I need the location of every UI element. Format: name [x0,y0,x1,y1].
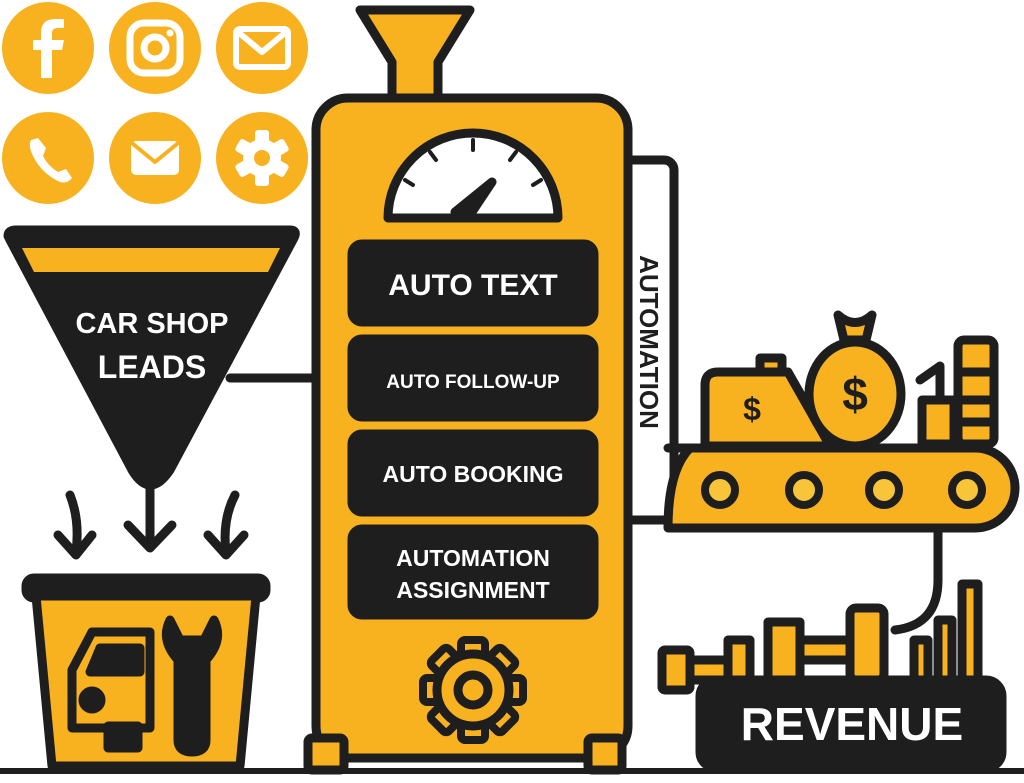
phone-icon [2,112,94,204]
step-auto-booking: AUTO BOOKING [347,429,599,517]
instagram-icon [109,2,201,94]
channel-icons [2,2,308,204]
step-auto-follow-up: AUTO FOLLOW-UP [347,334,599,422]
step-label: AUTO FOLLOW-UP [386,372,560,393]
step-label: AUTO BOOKING [382,461,563,487]
money-conveyor: $ $ [663,310,1020,635]
conveyor-roller [865,471,903,509]
money-bag-dollar: $ [842,368,868,420]
revenue-chart: REVENUE [657,579,1007,773]
step-auto-text: AUTO TEXT [347,239,599,327]
settings-icon [216,112,308,204]
conveyor-roller [701,471,739,509]
message-icon [109,112,201,204]
step-label-line2: ASSIGNMENT [396,577,549,603]
gear-icon [419,636,527,744]
conveyor-roller [785,471,823,509]
leads-funnel: CAR SHOP LEADS [3,225,325,553]
step-label-line1: AUTOMATION [396,545,550,571]
email-icon [216,2,308,94]
funnel-label-line2: LEADS [98,349,206,385]
step-label: AUTO TEXT [388,269,557,302]
revenue-label: REVENUE [741,698,963,750]
wrench-icon [161,615,223,757]
cash-stack-dollar-icon: $ [743,391,761,427]
automation-side-label: AUTOMATION [634,255,664,429]
money-bag-icon: $ [804,310,906,451]
gauge-icon [383,128,563,223]
step-automation-assignment: AUTOMATION ASSIGNMENT [347,524,599,620]
facebook-icon [2,2,94,94]
conveyor-roller [948,471,986,509]
car-repair-bucket [21,573,271,771]
down-arrows [53,490,249,560]
funnel-label-line1: CAR SHOP [75,308,228,340]
automation-machine: AUTOMATION AUTO TEXT AUTO FOLLOW-UP [303,5,679,775]
car-icon [67,627,155,753]
coin-stack-icon [915,335,999,449]
